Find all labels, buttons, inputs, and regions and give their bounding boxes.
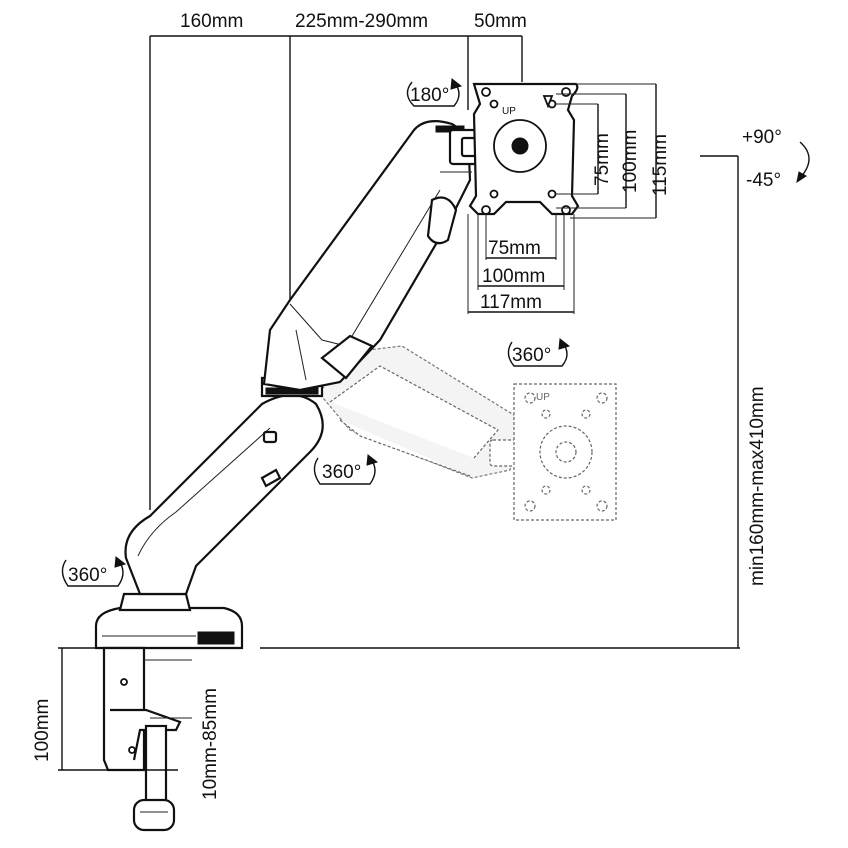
rotation-ghost-plate: 360° xyxy=(512,345,551,366)
desk-clamp xyxy=(102,646,182,832)
ghost-plate-up-label: UP xyxy=(536,392,550,403)
plate-up-label: UP xyxy=(502,106,516,117)
lower-arm xyxy=(124,393,324,596)
vesa-plate xyxy=(468,82,580,216)
dim-plate-v-115: 115mm xyxy=(650,134,671,196)
dim-height-range: min160mm-max410mm xyxy=(747,386,768,586)
rotation-elbow: 360° xyxy=(322,462,361,483)
dim-160mm: 160mm xyxy=(180,11,243,32)
plate-vertical-dimensions xyxy=(556,83,657,219)
rotation-base: 360° xyxy=(68,565,107,586)
dim-50mm: 50mm xyxy=(474,11,527,32)
height-dimension-lines xyxy=(260,155,740,649)
rotation-plate-top: 180° xyxy=(410,85,449,106)
dim-plate-h-117: 117mm xyxy=(480,292,542,313)
dim-225-290mm: 225mm-290mm xyxy=(295,11,428,32)
desk-base xyxy=(94,592,244,650)
tilt-arrow-icon xyxy=(796,141,810,184)
upper-arm xyxy=(262,119,472,392)
ghost-vesa-plate xyxy=(513,383,617,521)
tilt-up-label: +90° xyxy=(742,127,782,148)
dim-plate-h-100: 100mm xyxy=(482,266,545,287)
dim-plate-h-75: 75mm xyxy=(488,238,541,259)
tilt-down-label: -45° xyxy=(746,170,781,191)
rotate-arrow-icon-plate-top xyxy=(406,78,463,107)
rotate-arrow-icon-ghost xyxy=(507,338,571,367)
rotate-arrow-icon-base xyxy=(61,556,127,587)
clamp-dimension-lines xyxy=(58,647,192,771)
rotate-arrow-icon-elbow xyxy=(313,454,379,485)
dim-clamp-height: 100mm xyxy=(32,699,53,762)
plate-horizontal-dimensions xyxy=(467,214,575,314)
top-dimension-lines xyxy=(149,35,523,510)
dim-plate-v-100: 100mm xyxy=(620,130,641,193)
dim-clamp-thickness: 10mm-85mm xyxy=(200,688,221,800)
dim-plate-v-75: 75mm xyxy=(592,133,613,186)
